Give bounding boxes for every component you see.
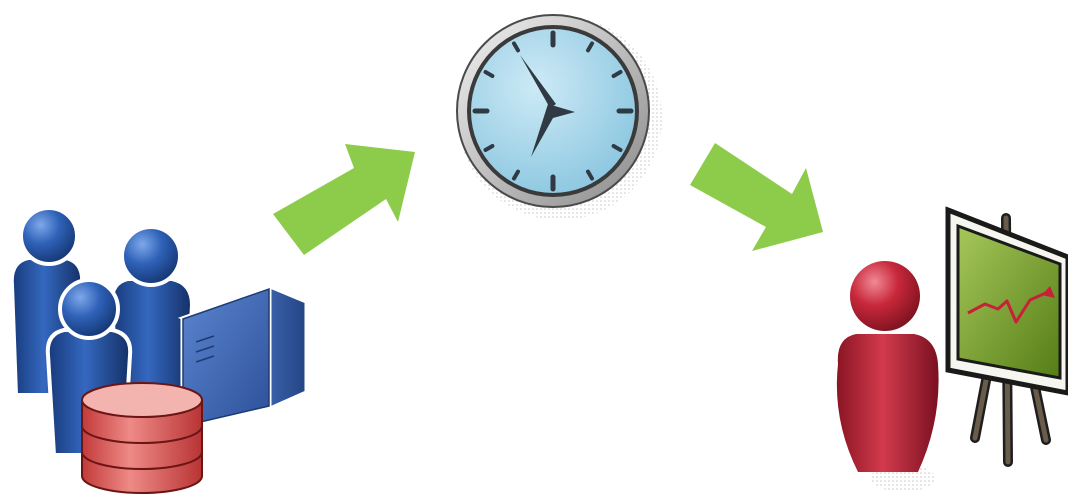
arrow-up-right-icon (273, 144, 415, 255)
clock-tick (611, 70, 623, 78)
clock-tick (586, 169, 594, 181)
clock-tick (611, 144, 623, 152)
user-icon (109, 225, 195, 412)
presenter-icon (836, 261, 939, 472)
database-icon (81, 382, 203, 494)
clock-ticks (472, 30, 634, 192)
clock-icon (456, 14, 662, 220)
clock-tick (483, 70, 495, 78)
server-icon (177, 284, 311, 430)
presenter-growth-chart-icon (836, 206, 1068, 492)
clock-tick (512, 169, 520, 181)
clock-tick (483, 144, 495, 152)
clock-tick (512, 41, 520, 53)
trend-line-icon (967, 290, 1049, 324)
arrow-down-right-icon (690, 143, 823, 251)
chart-board-icon (945, 206, 1068, 396)
clock-tick (586, 41, 594, 53)
users-database-server-icon (9, 206, 311, 494)
